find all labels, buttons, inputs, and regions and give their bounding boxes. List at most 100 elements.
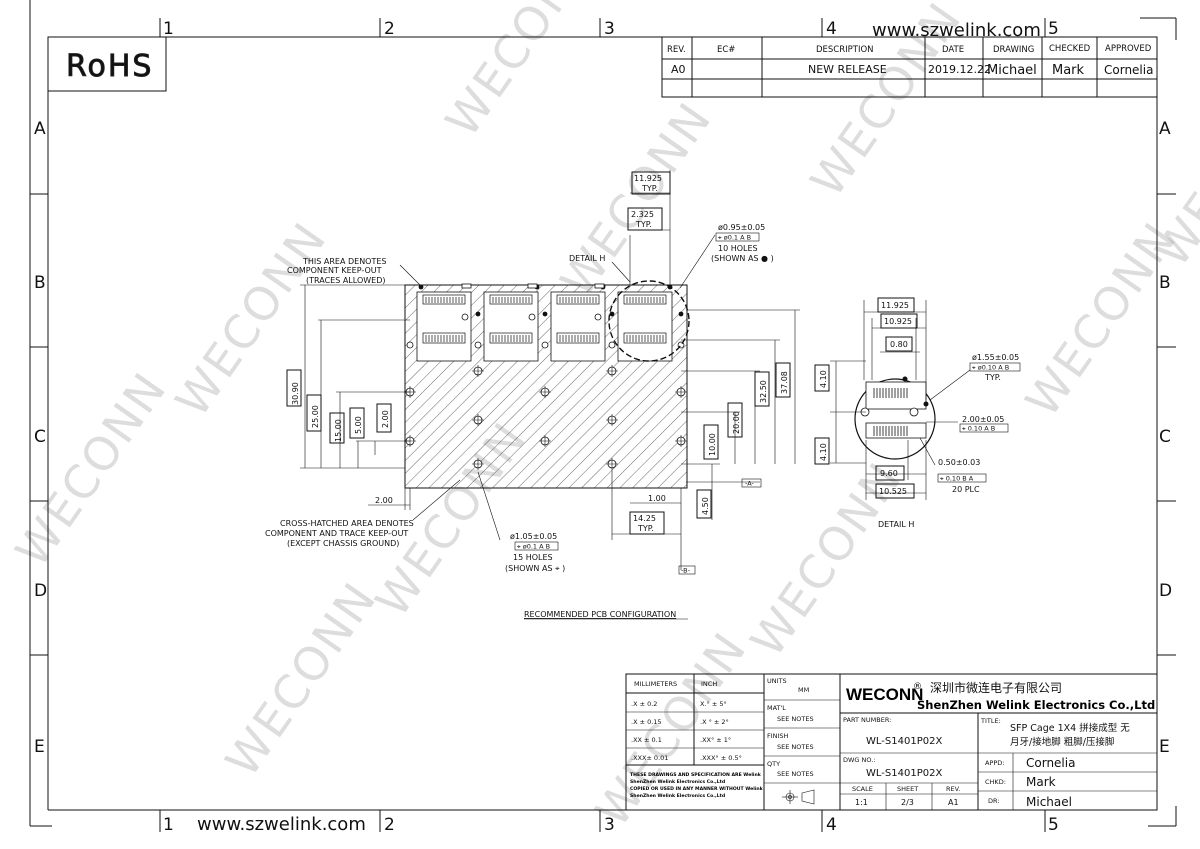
note-keepout-line3: (TRACES ALLOWED) (306, 276, 385, 285)
note-large-hole-count: 15 HOLES (513, 553, 553, 562)
tol-inch-row: .X ° ± 2° (700, 718, 729, 726)
revision-header-cell: APPROVED (1105, 44, 1152, 54)
watermark-text: WECONN (435, 0, 608, 146)
revision-header-cell: REV. (667, 45, 686, 55)
dim-bottom-pitch-sub: TYP. (637, 524, 654, 533)
rohs-label: RoHS (66, 49, 153, 84)
datum-b-label: -B- (681, 567, 691, 575)
tol-inch-row: .XXX° ± 0.5° (700, 754, 742, 762)
dr-label: DR: (988, 797, 1000, 805)
revision-cell: Mark (1052, 63, 1085, 78)
dwg-number-label: DWG NO.: (843, 756, 876, 764)
dim-r3: 20.00 (732, 411, 741, 434)
registered-icon: ® (913, 682, 922, 692)
detail-dim-h2: 4.10 (819, 443, 828, 461)
revision-header-cell: CHECKED (1049, 44, 1091, 54)
zone-row-label: C (1159, 427, 1171, 447)
detail-dim-b2: 10.525 (879, 487, 907, 496)
revision-header-cell: DRAWING (993, 45, 1034, 55)
disclaimer-line: COPIED OR USED IN ANY MANNER WITHOUT Wel… (630, 786, 764, 792)
detail-dim-w3: 0.80 (890, 340, 908, 349)
tol-mm-row: .XX ± 0.1 (631, 736, 662, 744)
zone-column-label: 4 (826, 815, 837, 835)
note-large-hole-shown: (SHOWN AS ⌖ ) (505, 564, 565, 573)
dwg-number-value: WL-S1401P02X (866, 768, 942, 779)
brand-logo: WECONN (846, 685, 923, 704)
revision-table: REV. EC# DESCRIPTION DATE DRAWING CHECKE… (661, 36, 1158, 98)
detail-circle (854, 378, 936, 460)
sheet-value: 2/3 (901, 798, 914, 807)
zone-row-label: D (1159, 581, 1172, 601)
chkd-label: CHKD: (985, 778, 1006, 786)
rev-label: REV. (946, 785, 960, 793)
units-value: MM (798, 686, 809, 694)
detail-dim-w1: 11.925 (881, 301, 909, 310)
finish-label: FINISH (767, 732, 789, 740)
zone-row-label: B (34, 273, 46, 293)
revision-header-cell: EC# (717, 45, 735, 55)
appd-value: Cornelia (1026, 756, 1075, 770)
dim-r5: 4.50 (701, 497, 710, 515)
matl-label: MAT'L (767, 704, 786, 712)
note-hatch-line1: CROSS-HATCHED AREA DENOTES (280, 519, 414, 528)
zone-row-label: B (1159, 273, 1171, 293)
tol-mm-row: .X ± 0.2 (631, 700, 657, 708)
zone-column-label: 2 (384, 815, 395, 835)
dim-pitch-sub: TYP. (635, 220, 652, 229)
detail-pad-count: 20 PLC (952, 485, 980, 494)
dim-bottom-pitch: 14.25 (633, 514, 656, 523)
revision-cell: Michael (987, 63, 1037, 78)
rev-value: A1 (948, 798, 959, 807)
projection-symbol (782, 789, 815, 805)
revision-cell: NEW RELEASE (808, 63, 887, 76)
dim-v4: 5.00 (354, 416, 363, 434)
detail-dim-b1: 9.60 (880, 469, 898, 478)
dim-v5: 2.00 (381, 410, 390, 428)
dim-left-offset: 2.00 (375, 496, 393, 505)
zone-row-label: A (1159, 119, 1171, 139)
qty-value: SEE NOTES (777, 770, 814, 778)
zone-column-label: 4 (826, 19, 837, 39)
detail-pad-pitch-tol: ⌖ 0.10 B A (940, 475, 974, 483)
note-small-hole-count: 10 HOLES (718, 244, 758, 253)
zone-row-label: E (1159, 737, 1170, 757)
dim-r1: 37.08 (780, 371, 789, 394)
revision-header-cell: DESCRIPTION (816, 45, 874, 55)
disclaimer-line: THESE DRAWINGS AND SPECIFICATION ARE Wel… (630, 772, 762, 778)
zone-row-label: D (34, 581, 47, 601)
note-keepout-line1: THIS AREA DENOTES (302, 257, 387, 266)
rohs-mark: RoHS (47, 36, 167, 92)
scale-label: SCALE (852, 785, 873, 793)
watermark-text: WECONN (1015, 212, 1188, 426)
part-number-label: PART NUMBER: (843, 716, 891, 724)
tol-mm-row: .XXX± 0.01 (631, 754, 668, 762)
finish-value: SEE NOTES (777, 743, 814, 751)
disclaimer-line: ShenZhen Welink Electronics Co.,Ltd (630, 793, 725, 799)
datum-a-label: -A- (745, 480, 755, 488)
tol-mm-row: .X ± 0.15 (631, 718, 662, 726)
zone-column-label: 3 (604, 815, 615, 835)
revision-cell: 2019.12.22 (928, 63, 991, 76)
part-number-value: WL-S1401P02X (866, 736, 942, 747)
dim-r4: 10.00 (708, 433, 717, 456)
revision-cell: A0 (671, 63, 686, 76)
dim-top-width: 11.925 (634, 174, 662, 183)
zone-row-label: E (34, 737, 45, 757)
company-name-en: ShenZhen Welink Electronics Co.,Ltd (917, 698, 1155, 712)
scale-value: 1:1 (855, 798, 868, 807)
note-hatch-line3: (EXCEPT CHASSIS GROUND) (287, 539, 399, 548)
note-hatch-line2: COMPONENT AND TRACE KEEP-OUT (265, 529, 408, 538)
detail-pad-width: 2.00±0.05 (962, 415, 1004, 424)
zone-column-label: 3 (604, 19, 615, 39)
units-label: UNITS (767, 677, 787, 685)
zone-row-label: C (34, 427, 46, 447)
watermark-text: WECONN (585, 622, 758, 836)
zone-labels: 1 2 3 4 5 1 2 3 4 5 A B C D E A B C D E (34, 19, 1172, 835)
detail-h-view: 11.925 10.925 0.80 4.10 4.10 9.60 10.525… (814, 297, 1021, 529)
footer-website: www.szwelink.com (197, 814, 366, 835)
watermark-text: WECONN (165, 212, 338, 426)
zone-row-label: A (34, 119, 46, 139)
detail-hole-tol: ⌖ ø0.10 A B (972, 364, 1009, 372)
detail-hole-typ: TYP. (984, 373, 1001, 382)
